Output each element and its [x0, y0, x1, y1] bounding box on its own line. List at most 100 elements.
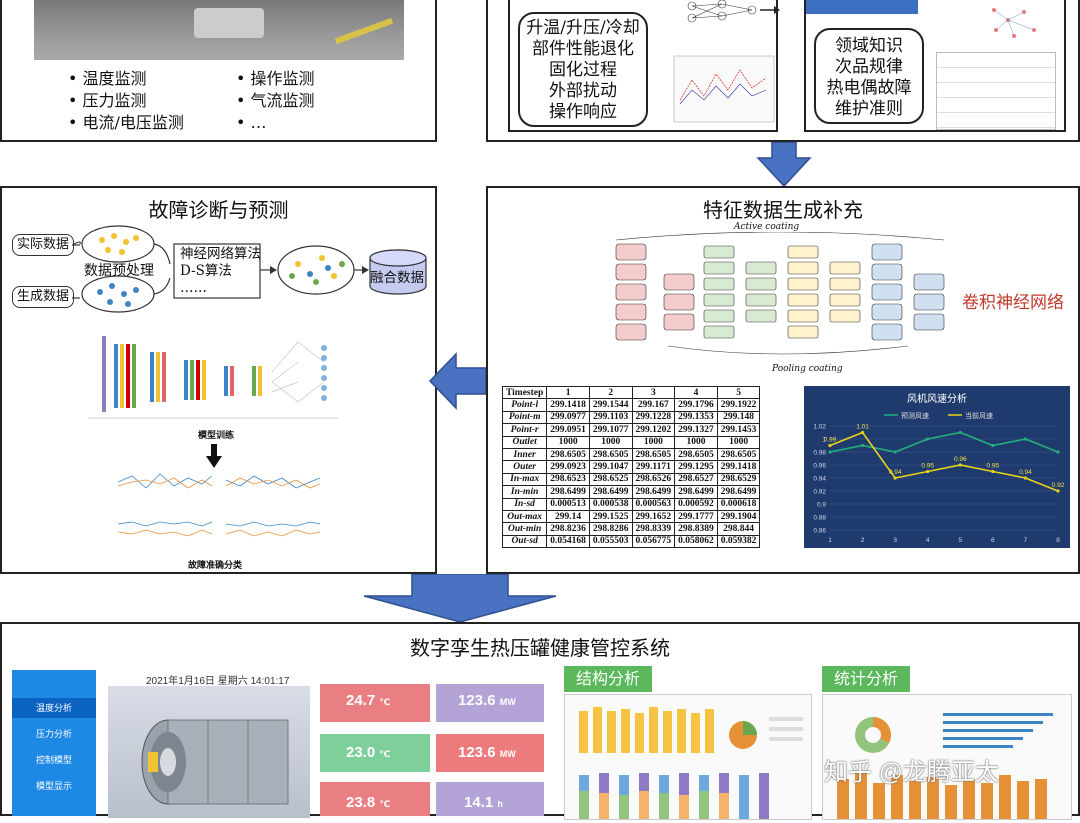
series-line	[830, 433, 1058, 492]
y-tick-label: 0.98	[813, 450, 826, 457]
model-training-label: 模型训练	[198, 428, 234, 441]
active-coating-label: Active coating	[734, 222, 799, 232]
data-label: 0.95	[921, 463, 934, 470]
structure-analysis-tab[interactable]: 结构分析	[564, 666, 652, 692]
y-tick-label: 0.86	[813, 528, 826, 535]
x-tick-label: 1	[828, 537, 832, 544]
autoclave-3d-view	[108, 686, 310, 818]
legend-label: 预测风速	[901, 411, 929, 420]
y-tick-label: 0.92	[813, 489, 826, 496]
x-tick-label: 7	[1024, 537, 1028, 544]
y-tick-label: 1.02	[813, 424, 826, 431]
data-point	[991, 444, 994, 447]
knowledge-graph-icon	[974, 0, 1054, 50]
down-arrow-large	[360, 574, 560, 624]
down-arrow-black	[206, 444, 222, 468]
x-tick-label: 3	[893, 537, 897, 544]
nav-item-control-model[interactable]: 控制模型	[12, 750, 96, 770]
dashboard-title: 数字孪生热压罐健康管控系统	[2, 632, 1078, 661]
data-point	[861, 444, 864, 447]
bullets-right: • 操作监测 • 气流监测 • …	[236, 68, 315, 134]
data-label: 0.94	[889, 469, 902, 476]
y-tick-label: 0.94	[813, 476, 826, 483]
data-label: 0.94	[1019, 469, 1032, 476]
nav-item-model-display[interactable]: 模型显示	[12, 776, 96, 796]
x-tick-label: 4	[926, 537, 930, 544]
tile-temp-1: 24.7 ℃	[320, 684, 430, 722]
factory-photo	[34, 0, 404, 60]
structure-analysis-card	[564, 694, 812, 820]
knowledge-items-box: 领域知识次品规律 热电偶故障维护准则	[814, 28, 924, 124]
statistics-analysis-tab[interactable]: 统计分析	[822, 666, 910, 692]
data-point	[1024, 437, 1027, 440]
cnn-label: 卷积神经网络	[962, 288, 1064, 313]
data-point	[959, 431, 962, 434]
bullets-left: • 温度监测 • 压力监测 • 电流/电压监测	[68, 68, 184, 134]
x-tick-label: 8	[1056, 537, 1060, 544]
dashboard-panel: 数字孪生热压罐健康管控系统 温度分析 压力分析 控制模型 模型显示 2021年1…	[0, 622, 1080, 816]
monitoring-panel: • 温度监测 • 压力监测 • 电流/电压监测 • 操作监测 • 气流监测 • …	[0, 0, 437, 142]
y-tick-label: 0.88	[813, 515, 826, 522]
tile-temp-3: 23.8 ℃	[320, 782, 430, 816]
tile-power-1: 123.6 MW	[436, 684, 544, 722]
knowledge-inner-box: 领域知识次品规律 热电偶故障维护准则	[804, 0, 1066, 132]
x-tick-label: 5	[958, 537, 962, 544]
data-point	[1056, 489, 1059, 492]
tile-temp-2: 23.0 ℃	[320, 734, 430, 772]
y-tick-label: 0.9	[817, 502, 826, 509]
model-training-diagram	[88, 322, 348, 426]
table-row: Point-m299.0977299.1103299.1228299.13532…	[503, 411, 760, 423]
fusion-data-label: 融合数据	[370, 266, 424, 286]
pooling-coating-label: Pooling coating	[772, 364, 843, 374]
classification-charts	[112, 468, 326, 552]
data-point	[926, 470, 929, 473]
data-label: 1.01	[856, 424, 869, 431]
dashboard-datetime: 2021年1月16日 星期六 14:01:17	[146, 672, 289, 687]
data-point	[926, 437, 929, 440]
wind-chart-card: 风机风速分析预测风速 当前风速 1.02 1 0.98 0.96 0.94 0.92 0.9 0.…	[804, 386, 1070, 548]
mechanism-inner-box: 升温/升压/冷却部件性能退化 固化过程外部扰动 操作响应	[508, 0, 778, 132]
knowledge-header-bar	[806, 0, 918, 14]
data-label: 0.99	[824, 437, 837, 444]
x-tick-label: 2	[861, 537, 865, 544]
chart-title: 风机风速分析	[907, 392, 967, 405]
data-label: 0.95	[987, 463, 1000, 470]
neural-net-icon	[670, 0, 780, 130]
classification-label: 故障准确分类	[188, 558, 242, 571]
mechanism-panel: 升温/升压/冷却部件性能退化 固化过程外部扰动 操作响应 领域知识次品规律 热电…	[486, 0, 1080, 142]
data-point	[861, 431, 864, 434]
data-point	[991, 470, 994, 473]
data-label: 0.96	[954, 456, 967, 463]
legend-label: 当前风速	[965, 411, 993, 420]
cnn-diagram	[608, 232, 948, 364]
nav-item-temperature[interactable]: 温度分析	[12, 698, 96, 718]
x-tick-label: 6	[991, 537, 995, 544]
data-point	[828, 450, 831, 453]
data-point	[828, 444, 831, 447]
feature-title: 特征数据生成补充	[488, 194, 1078, 223]
data-label: 0.92	[1052, 482, 1065, 489]
tile-time: 14.1 h	[436, 782, 544, 816]
nav-item-pressure[interactable]: 压力分析	[12, 724, 96, 744]
tile-power-2: 123.6 MW	[436, 734, 544, 772]
preprocess-label: 数据预处理	[84, 260, 154, 280]
feature-panel: 特征数据生成补充 Active coating Pooling coating	[486, 186, 1080, 574]
watermark: 知乎 @龙腾亚太	[824, 752, 999, 787]
data-point	[894, 450, 897, 453]
down-arrow-small	[756, 142, 812, 188]
data-point	[1024, 476, 1027, 479]
